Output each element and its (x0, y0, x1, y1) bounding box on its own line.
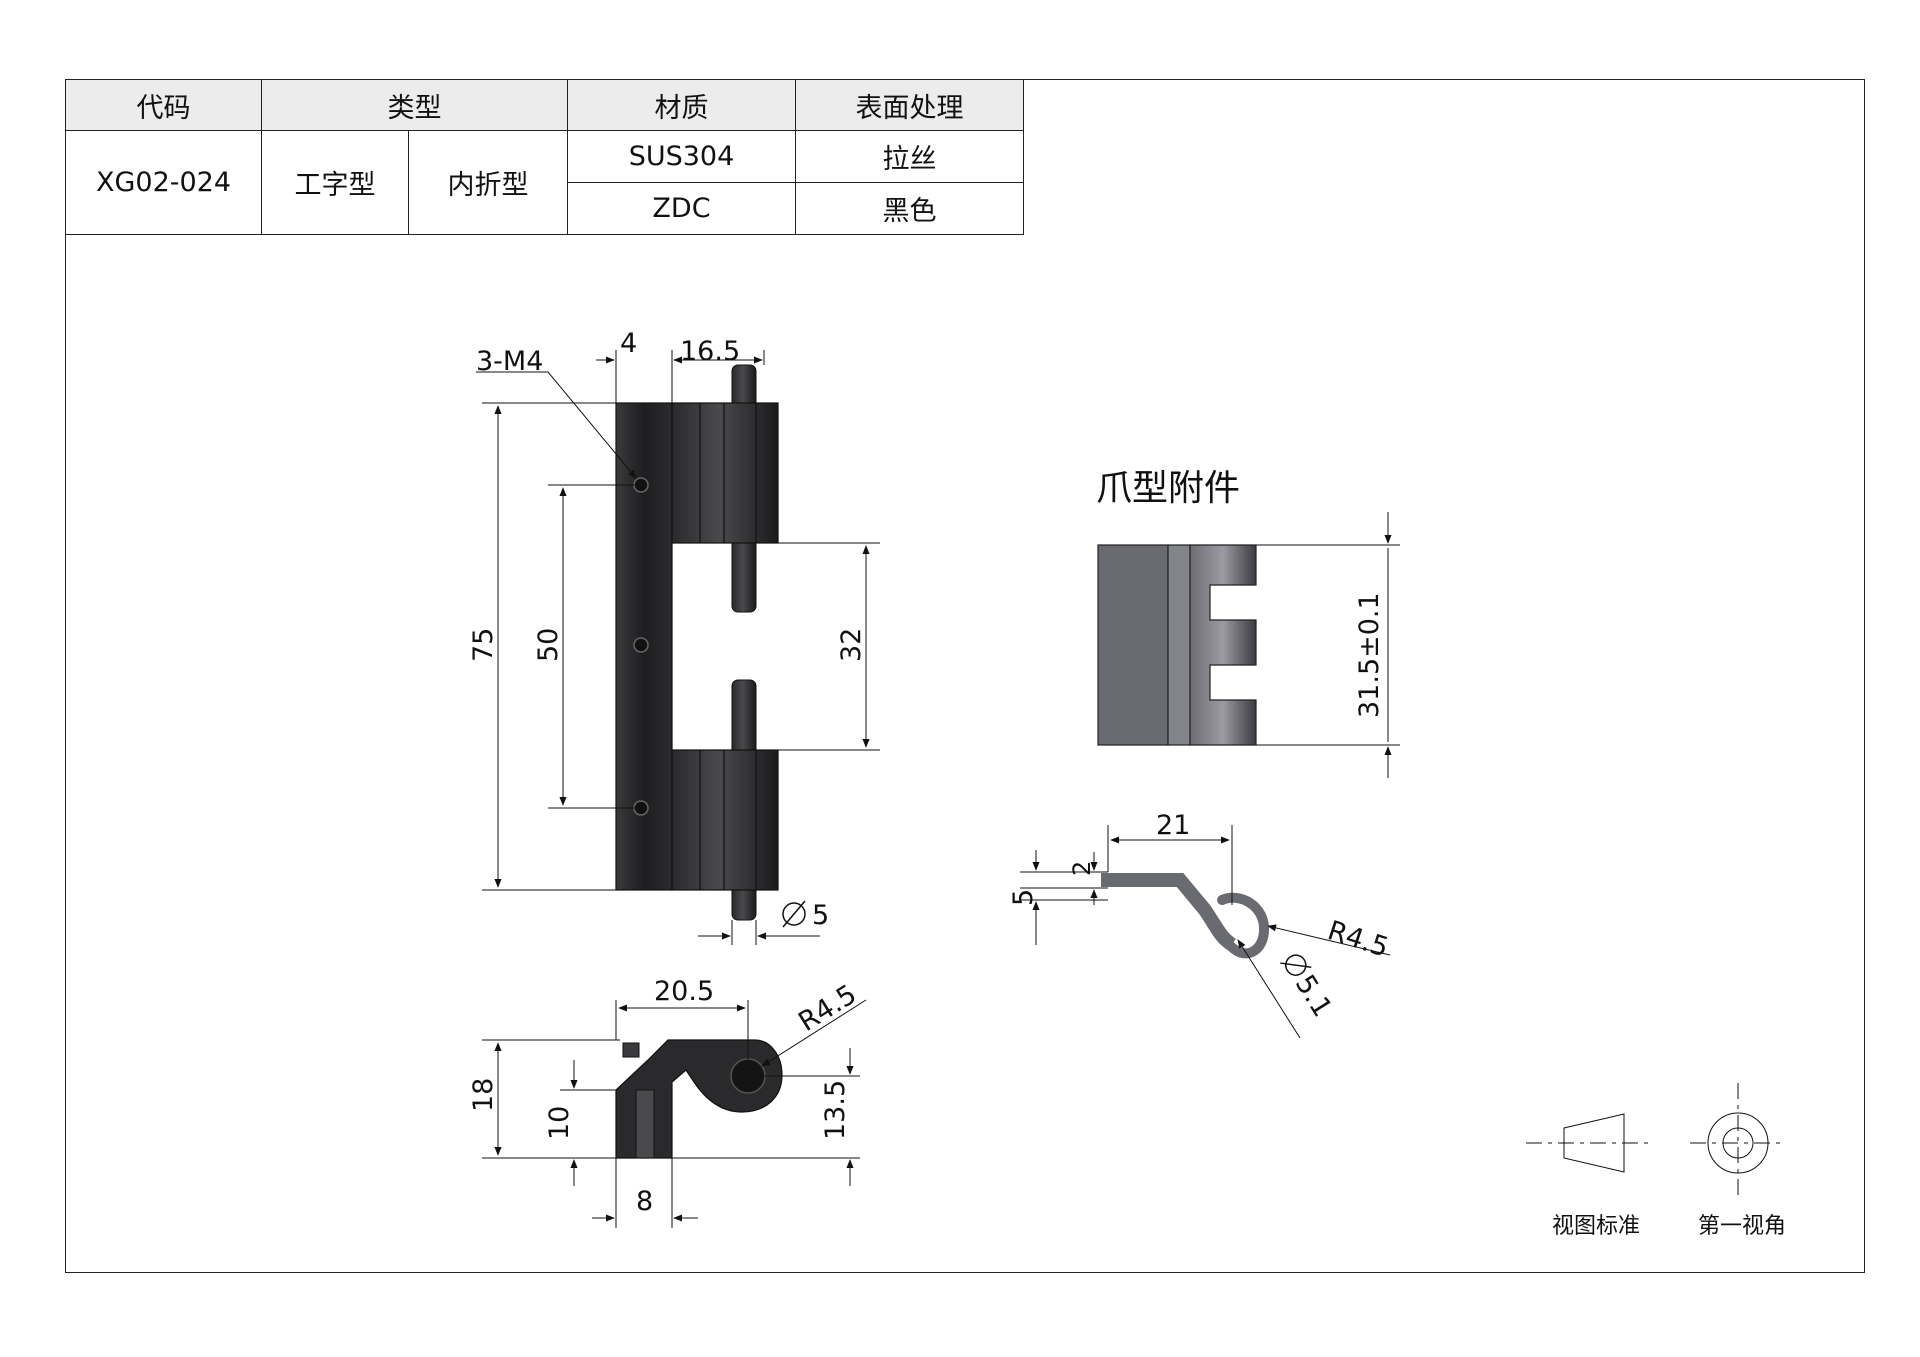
label-dim-4: 4 (620, 328, 637, 359)
legend-view-standard: 视图标准 (1552, 1214, 1640, 1239)
header-material: 材质 (567, 79, 796, 131)
label-dim-75: 75 (468, 628, 499, 662)
diameter-icon (782, 902, 806, 926)
cell-finish-2: 黑色 (795, 182, 1024, 235)
header-type: 类型 (261, 79, 568, 131)
label-claw-dia: 5.1 (1289, 970, 1338, 1023)
cell-material-1: SUS304 (567, 130, 796, 183)
claw-view: 爪型附件 31.5±0.1 (1008, 468, 1400, 1039)
label-claw-r: R4.5 (1324, 915, 1392, 964)
label-dim-16-5: 16.5 (680, 336, 740, 367)
label-dim-50: 50 (533, 628, 564, 662)
label-dim-20-5: 20.5 (654, 976, 714, 1007)
label-side-r: R4.5 (793, 979, 862, 1038)
legend-first-angle: 第一视角 (1698, 1214, 1786, 1239)
cell-finish-1: 拉丝 (795, 130, 1024, 183)
label-hole: 3-M4 (476, 346, 543, 377)
label-dim-10: 10 (544, 1106, 575, 1140)
label-claw-2: 2 (1068, 861, 1096, 876)
label-dim-18: 18 (468, 1078, 499, 1112)
label-dim-pin: 5 (812, 900, 829, 931)
label-claw-height: 31.5±0.1 (1354, 592, 1385, 718)
claw-fingers (1189, 544, 1257, 746)
side-view: 20.5 R4.5 18 10 13.5 8 (468, 976, 867, 1228)
view-standard-icon (1526, 1113, 1652, 1173)
label-dim-13-5: 13.5 (820, 1080, 851, 1140)
claw-profile (1101, 873, 1236, 950)
front-view: 3-M4 4 16.5 75 50 32 5 (468, 328, 880, 945)
cell-code: XG02-024 (65, 130, 262, 235)
label-dim-8: 8 (636, 1186, 653, 1217)
claw-title: 爪型附件 (1096, 468, 1240, 509)
knuckle-top (671, 402, 779, 544)
projection-legend: 视图标准 第一视角 (1526, 1083, 1786, 1239)
first-angle-icon (1690, 1083, 1786, 1200)
hole-2 (633, 637, 649, 653)
knuckle-bottom (671, 749, 779, 891)
spec-table: 代码 类型 材质 表面处理 XG02-024 工字型 内折型 SUS304 拉丝… (65, 79, 1024, 235)
label-dim-32: 32 (836, 628, 867, 662)
side-pin-bore (730, 1058, 766, 1094)
label-claw-21: 21 (1156, 810, 1190, 841)
claw-diameter-icon (1285, 954, 1307, 976)
side-hole (635, 1089, 655, 1159)
header-finish: 表面处理 (795, 79, 1024, 131)
cell-type-b: 内折型 (408, 130, 568, 235)
cell-material-2: ZDC (567, 182, 796, 235)
label-claw-5: 5 (1008, 889, 1039, 906)
claw-body (1097, 544, 1169, 746)
